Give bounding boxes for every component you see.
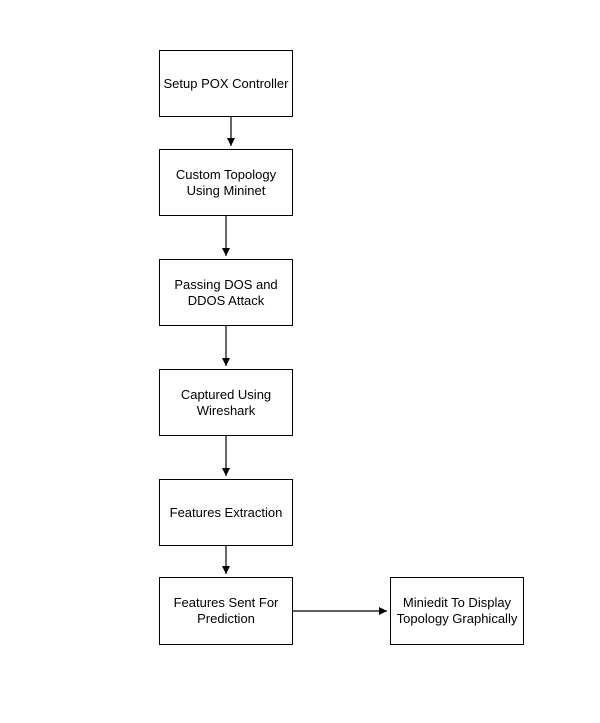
node-label: Features Extraction <box>169 504 283 520</box>
node-features-extraction: Features Extraction <box>159 479 293 546</box>
node-passing-attack: Passing DOS and DDOS Attack <box>159 259 293 326</box>
node-custom-topology: Custom Topology Using Mininet <box>159 149 293 216</box>
node-captured-wireshark: Captured Using Wireshark <box>159 369 293 436</box>
node-label: Passing DOS and DDOS Attack <box>174 276 278 308</box>
node-label: Miniedit To Display Topology Graphically <box>396 595 518 626</box>
node-label: Setup POX Controller <box>163 75 289 91</box>
node-setup-pox-controller: Setup POX Controller <box>159 50 293 117</box>
node-label: Captured Using Wireshark <box>180 386 272 418</box>
node-miniedit-display: Miniedit To Display Topology Graphically <box>390 577 524 645</box>
node-label: Features Sent For Prediction <box>173 595 279 626</box>
node-label: Custom Topology Using Mininet <box>175 166 277 198</box>
node-features-sent-for-prediction: Features Sent For Prediction <box>159 577 293 645</box>
